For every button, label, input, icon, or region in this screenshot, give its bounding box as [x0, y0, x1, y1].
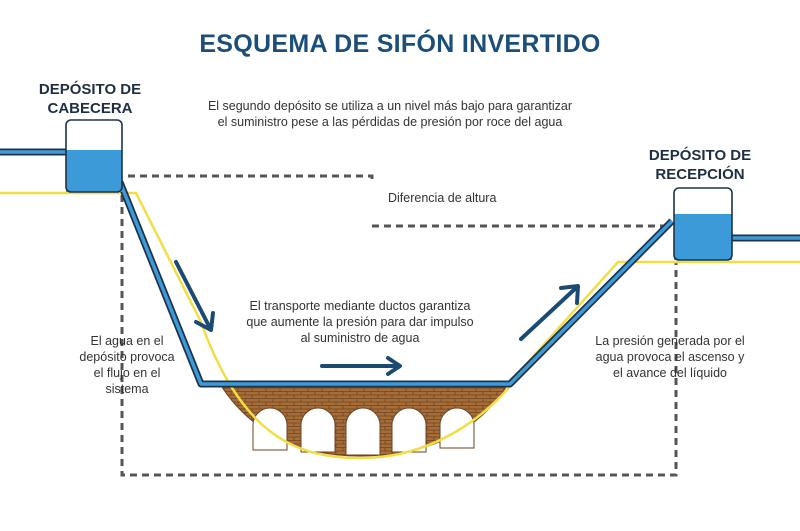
arrow-right-icon: [320, 356, 402, 376]
dashed-reference-lines: [120, 174, 678, 477]
left-note-line3: el flujo en el: [93, 366, 161, 380]
arrow-down-icon: [174, 260, 215, 332]
height-reference-upper: [128, 174, 374, 184]
flow-arrows: [174, 260, 580, 376]
receiving-tank-water: [674, 214, 732, 260]
right-note: La presión generada por el agua provoca …: [580, 333, 760, 381]
source-tank-label-line2: CABECERA: [47, 100, 133, 117]
left-note-line4: sistema: [105, 382, 149, 396]
right-note-line3: el avance del líquido: [613, 366, 727, 380]
top-note-line2: el suministro pese a las pérdidas de pre…: [217, 115, 563, 129]
siphon-pipe: [0, 148, 800, 388]
receiving-tank: [673, 187, 733, 261]
source-tank-label: DEPÓSITO DE CABECERA: [20, 80, 160, 118]
source-tank-water: [66, 150, 122, 192]
receiving-tank-label-line1: DEPÓSITO DE: [648, 147, 752, 164]
arrow-up-icon: [519, 284, 580, 341]
right-note-line1: La presión generada por el: [595, 334, 745, 348]
top-note: El segundo depósito se utiliza a un nive…: [160, 98, 620, 130]
center-note: El transporte mediante ductos garantiza …: [220, 298, 500, 346]
bridge-arches: [252, 407, 475, 456]
left-note-line2: depósito provoca: [79, 350, 175, 364]
height-difference-label: Diferencia de altura: [388, 191, 497, 205]
center-note-line1: El transporte mediante ductos garantiza: [249, 299, 471, 313]
receiving-tank-label-line2: RECEPCIÓN: [655, 166, 745, 183]
left-note-line1: El agua en el: [90, 334, 164, 348]
center-note-line2: que aumente la presión para dar impulso: [246, 315, 474, 329]
page-title: ESQUEMA DE SIFÓN INVERTIDO: [199, 30, 601, 58]
source-tank: [65, 119, 123, 193]
receiving-tank-label: DEPÓSITO DE RECEPCIÓN: [630, 146, 770, 184]
right-note-line2: agua provoca el ascenso y: [595, 350, 745, 364]
aqueduct-bridge: [219, 383, 509, 457]
source-tank-label-line1: DEPÓSITO DE: [38, 81, 142, 98]
receiving-tank-body: [673, 187, 733, 261]
left-note: El agua en el depósito provoca el flujo …: [62, 333, 192, 397]
source-tank-body: [65, 119, 123, 193]
pipe-water: [0, 150, 800, 386]
top-note-line1: El segundo depósito se utiliza a un nive…: [207, 99, 573, 113]
baseline-dashed-frame: [120, 195, 678, 477]
center-note-line3: al suministro de agua: [300, 331, 420, 345]
